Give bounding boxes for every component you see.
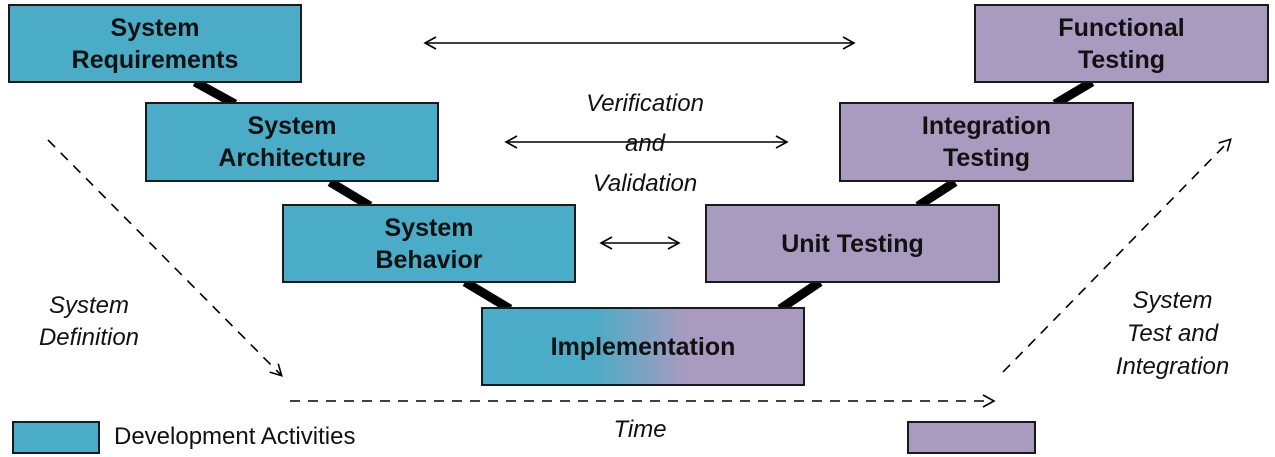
functional-testing-line2: Testing (1077, 45, 1166, 74)
connector-integration-functional (1052, 78, 1095, 108)
system-test-integration-label: System Test and Integration (1095, 284, 1250, 383)
connector-impl-unit (777, 278, 823, 313)
vv-line1: Verification (586, 90, 704, 117)
implementation-box: Implementation (481, 307, 805, 386)
system-test-line2: Test and (1126, 320, 1219, 347)
functional-testing-line1: Functional (1058, 13, 1185, 42)
vv-line2: and (624, 130, 666, 157)
system-definition-label: System Definition (14, 290, 164, 354)
connector-arch-behavior (327, 178, 373, 210)
integration-testing-line2: Testing (942, 144, 1031, 172)
integration-testing-box: Integration Testing (839, 102, 1134, 182)
system-requirements-line2: Requirements (71, 45, 239, 74)
system-definition-line1: System (48, 292, 129, 319)
test-integration-arrow (1002, 138, 1232, 373)
connector-unit-integration (915, 178, 958, 210)
system-requirements-line1: System (110, 13, 200, 42)
verification-arrows (423, 36, 856, 250)
system-behavior-line1: System (384, 213, 474, 242)
integration-testing-line1: Integration (921, 112, 1052, 140)
functional-testing-box: Functional Testing (974, 4, 1269, 83)
time-text: Time (613, 416, 667, 443)
connector-behavior-impl (462, 278, 513, 313)
system-test-line1: System (1132, 287, 1213, 314)
vv-line3: Validation (592, 170, 698, 197)
system-requirements-box: System Requirements (8, 4, 302, 83)
definition-arrow (47, 139, 283, 377)
system-definition-line2: Definition (38, 324, 140, 351)
time-label: Time (590, 414, 690, 446)
system-behavior-line2: Behavior (375, 245, 483, 274)
system-architecture-box: System Architecture (145, 102, 439, 182)
connector-req-arch (192, 78, 238, 108)
implementation-label: Implementation (550, 332, 736, 361)
verification-label: Verification and Validation (540, 84, 750, 204)
legend-development-label: Development Activities (114, 423, 356, 450)
legend-development-swatch (12, 421, 100, 454)
legend-testing-swatch (907, 421, 1036, 454)
unit-testing-label: Unit Testing (781, 229, 924, 258)
system-test-line3: Integration (1115, 353, 1230, 380)
v-connectors (192, 78, 1095, 313)
flow-arrows (47, 138, 1232, 408)
system-architecture-line2: Architecture (218, 144, 366, 172)
system-behavior-box: System Behavior (282, 204, 576, 283)
system-architecture-line1: System (247, 112, 337, 140)
unit-testing-box: Unit Testing (705, 204, 1000, 283)
